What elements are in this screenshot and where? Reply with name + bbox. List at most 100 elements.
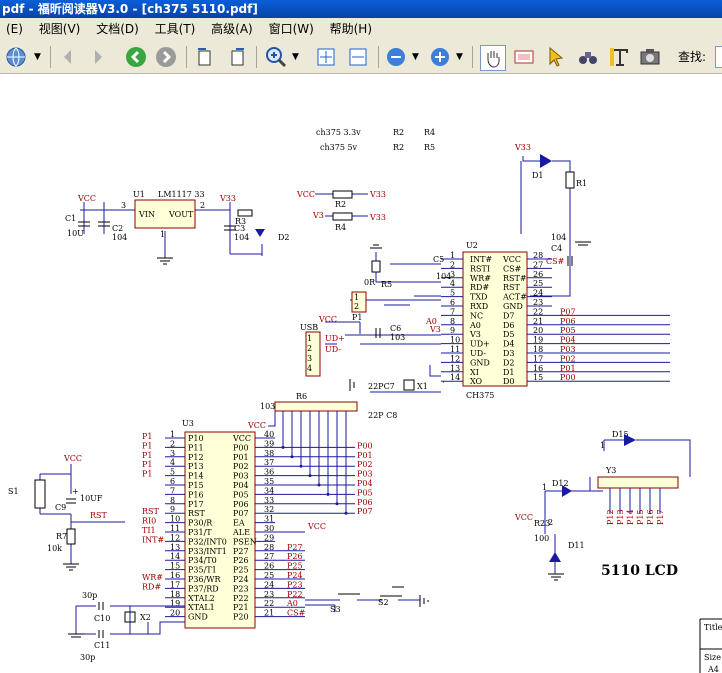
u3-pin-label: P27 [233,547,249,556]
u3-pin-num: 7 [170,486,175,495]
u2-pin-label: UD- [470,349,486,358]
chevron-down-icon[interactable]: ▼ [412,52,419,62]
chevron-down-icon[interactable]: ▼ [292,52,299,62]
menu-tools[interactable]: 工具(T) [154,22,196,36]
u2-pin-num: 26 [533,270,543,279]
previous-page-icon[interactable] [56,45,80,69]
globe-icon[interactable] [4,45,28,69]
bus-label: P00 [560,373,576,382]
u3-pin-label: PSEN [233,537,257,546]
lcd-connector [597,476,679,489]
rotate-right-icon[interactable] [224,45,248,69]
u3-pin-label: RST [188,509,206,518]
usb-pin: 2 [307,344,312,353]
note-text: ch375 3.3v [316,128,361,137]
u1-pin-label: VOUT [168,210,194,219]
u2-pin-num: 8 [450,317,455,326]
u3-pin-label: P01 [233,453,249,462]
u3-pin-label: P13 [188,462,204,471]
u3-pin-num: 38 [264,449,274,458]
c10-ref: C10 [94,614,110,623]
bus-label: P06 [560,317,576,326]
u2-pin-label: D6 [503,321,515,330]
u3-pin-label: P07 [233,509,249,518]
u2-pin-num: 6 [450,298,455,307]
fit-page-icon[interactable] [314,45,338,69]
usb-pin: 3 [307,354,312,363]
u3-pin-num: 20 [170,609,180,618]
plus-icon[interactable] [428,45,452,69]
r6-ref: R6 [296,392,307,401]
u2-pin-label: WR# [470,274,491,283]
lcd-pin: 1 [600,441,605,450]
u2-pin-num: 1 [450,251,455,260]
menu-help[interactable]: 帮助(H) [329,22,373,36]
r3-resistor [237,209,253,217]
power-regulator: VCC V33 U1 LM1117 33 VIN VOUT 3 2 1 C1 1… [65,190,290,265]
lcd-pin-label: P15 [636,509,645,525]
select-arrow-icon[interactable] [544,45,568,69]
u2-pin-label: XI [470,368,479,377]
d2-ref: D2 [278,233,290,242]
u2-pin-label: A0 [469,321,481,330]
rotate-left-icon[interactable] [194,45,218,69]
text-tool-icon[interactable] [608,45,632,69]
menu-view[interactable]: 视图(V) [38,22,81,36]
toolbar: ▼ ▼ ▼ ▼ 查找: [0,40,722,74]
r6-resistor-pack: 103 R6 VCC [247,392,358,430]
u3-out-bus-label: P06 [357,498,373,507]
switch-section: S3 S2 [305,586,429,614]
d12-ref: D12 [552,479,569,488]
camera-icon[interactable] [638,45,662,69]
binoculars-icon[interactable] [576,45,600,69]
rst-label: RST [90,511,108,520]
u1-ref: U1 [133,190,145,199]
c2-value: 104 [112,233,127,242]
hand-tool-icon[interactable] [480,45,506,71]
u3-pin-num: 34 [264,486,274,495]
x2-ref: X2 [140,613,151,622]
next-page-icon[interactable] [86,45,110,69]
u3-p2-net: P27 [287,543,303,552]
chevron-down-icon[interactable]: ▼ [456,52,463,62]
u3-pin-label: ALE [232,528,250,537]
u3-pin-num: 22 [264,599,274,608]
u3-pin-label: P37/RD [188,584,219,593]
menu-document[interactable]: 文档(D) [96,22,139,36]
usb-ref: USB [300,323,318,332]
u2-pin-num: 11 [450,345,460,354]
u2-pin-num: 10 [450,336,460,345]
fit-width-icon[interactable] [346,45,370,69]
v3-label: V3 [312,211,324,220]
menu-advanced[interactable]: 高级(A) [211,22,253,36]
zoom-in-icon[interactable] [264,45,288,69]
forward-icon[interactable] [154,45,178,69]
c6-ref: C6 [390,324,401,333]
u3-pin-label: P21 [233,603,249,612]
r6-value: 103 [260,402,275,411]
menu-window[interactable]: 窗口(W) [268,22,314,36]
resistor-select: VCC V33 R2 V3 V33 R4 [296,190,386,232]
menu-edit[interactable]: (E) [6,22,23,36]
zoom-out-icon[interactable] [384,45,408,69]
back-icon[interactable] [124,45,148,69]
v33-label: V33 [514,143,531,152]
snapshot-icon[interactable] [512,45,536,69]
c10-value: 30p [82,591,97,600]
r5-value: 0R [364,278,376,287]
u3-pin-num: 8 [170,496,175,505]
document-page[interactable]: ch375 3.3v R2 R4 ch375 5v R2 R5 VCC V33 … [0,74,722,673]
title-block-a4: A4 [707,665,719,673]
window-title: pdf - 福昕阅读器V3.0 - [ch375 5110.pdf] [2,2,258,16]
u3-pin-label: P35/T1 [188,566,217,575]
find-input[interactable] [715,46,722,68]
u3-net-label: RD# [142,582,161,591]
chevron-down-icon[interactable]: ▼ [34,52,41,62]
u2-pin-num: 20 [533,326,543,335]
u2-ref: U2 [466,241,478,250]
r4-ref: R4 [335,223,346,232]
u2-pin-num: 24 [533,289,543,298]
s1-ref: S1 [8,487,19,496]
u2-pin-label: GND [470,358,490,367]
